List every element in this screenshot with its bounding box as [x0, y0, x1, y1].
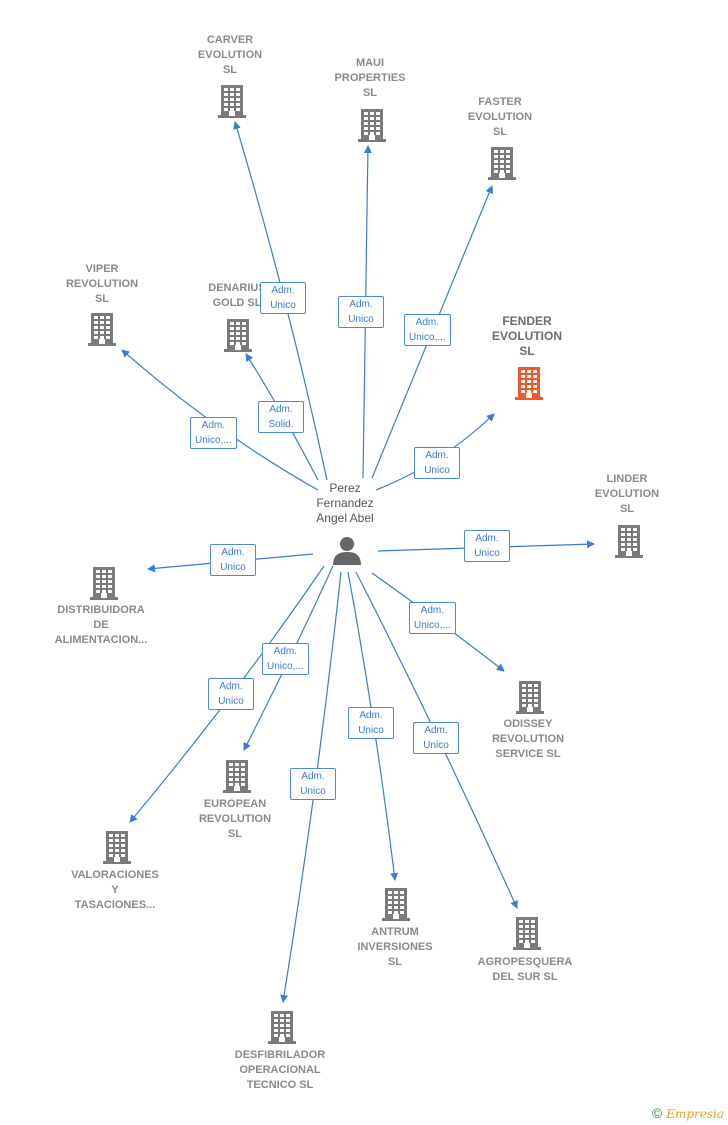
building-icon[interactable] — [224, 318, 252, 352]
building-icon[interactable] — [223, 759, 251, 793]
company-name-faster[interactable]: FASTER EVOLUTION SL — [467, 96, 533, 138]
relation-label-carver[interactable]: Adm. Unico — [260, 282, 306, 314]
relation-label-antrum[interactable]: Adm. Unico — [348, 707, 394, 739]
building-icon[interactable] — [358, 108, 386, 142]
company-name-european[interactable]: EUROPEAN REVOLUTION SL — [198, 798, 272, 840]
brand-logo: Empresia — [666, 1107, 724, 1121]
relation-label-agropesquera[interactable]: Adm. Unico — [413, 722, 459, 754]
building-icon[interactable] — [268, 1010, 296, 1044]
copyright-icon: © — [651, 1105, 663, 1121]
company-name-desfibrilador[interactable]: DESFIBRILADOR OPERACIONAL TECNICO SL — [234, 1049, 326, 1091]
building-icon[interactable] — [513, 916, 541, 950]
person-name[interactable]: Perez Fernandez Angel Abel — [316, 481, 374, 525]
building-icon[interactable] — [516, 680, 544, 714]
building-icon[interactable] — [88, 312, 116, 346]
company-name-distribuidora[interactable]: DISTRIBUIDORA DE ALIMENTACION... — [54, 604, 148, 646]
building-icon[interactable] — [382, 887, 410, 921]
footer-brand: ©Empresia — [652, 1105, 724, 1121]
relation-label-fender[interactable]: Adm. Unico — [414, 447, 460, 479]
company-name-linder[interactable]: LINDER EVOLUTION SL — [594, 473, 660, 515]
building-icon[interactable] — [103, 830, 131, 864]
building-icon[interactable] — [515, 366, 543, 400]
relation-label-desfibrilador[interactable]: Adm. Unico — [290, 768, 336, 800]
building-icon[interactable] — [218, 84, 246, 118]
relation-label-viper[interactable]: Adm. Unico,... — [190, 417, 237, 449]
company-name-agropesquera[interactable]: AGROPESQUERA DEL SUR SL — [477, 956, 573, 983]
company-name-antrum[interactable]: ANTRUM INVERSIONES SL — [357, 926, 433, 968]
relation-label-linder[interactable]: Adm. Unico — [464, 530, 510, 562]
relation-label-european[interactable]: Adm. Unico,... — [262, 643, 309, 675]
company-name-viper[interactable]: VIPER REVOLUTION SL — [65, 263, 139, 305]
relation-label-denarius[interactable]: Adm. Solid. — [258, 401, 304, 433]
relation-label-faster[interactable]: Adm. Unico,... — [404, 314, 451, 346]
relation-label-valoraciones[interactable]: Adm. Unico — [208, 678, 254, 710]
company-name-maui[interactable]: MAUI PROPERTIES SL — [334, 57, 406, 99]
company-name-valoraciones[interactable]: VALORACIONES Y TASACIONES... — [71, 869, 159, 911]
building-icon[interactable] — [615, 524, 643, 558]
building-icon[interactable] — [488, 146, 516, 180]
company-name-odissey[interactable]: ODISSEY REVOLUTION SERVICE SL — [491, 718, 565, 760]
building-icon[interactable] — [90, 566, 118, 600]
person-icon[interactable] — [331, 534, 363, 566]
company-name-carver[interactable]: CARVER EVOLUTION SL — [197, 34, 263, 76]
company-name-fender[interactable]: FENDER EVOLUTION SL — [491, 314, 562, 358]
relation-label-maui[interactable]: Adm. Unico — [338, 296, 384, 328]
company-name-denarius[interactable]: DENARIUS GOLD SL — [208, 282, 266, 309]
relation-label-distribuidora[interactable]: Adm. Unico — [210, 544, 256, 576]
relation-label-odissey[interactable]: Adm. Unico,... — [409, 602, 456, 634]
